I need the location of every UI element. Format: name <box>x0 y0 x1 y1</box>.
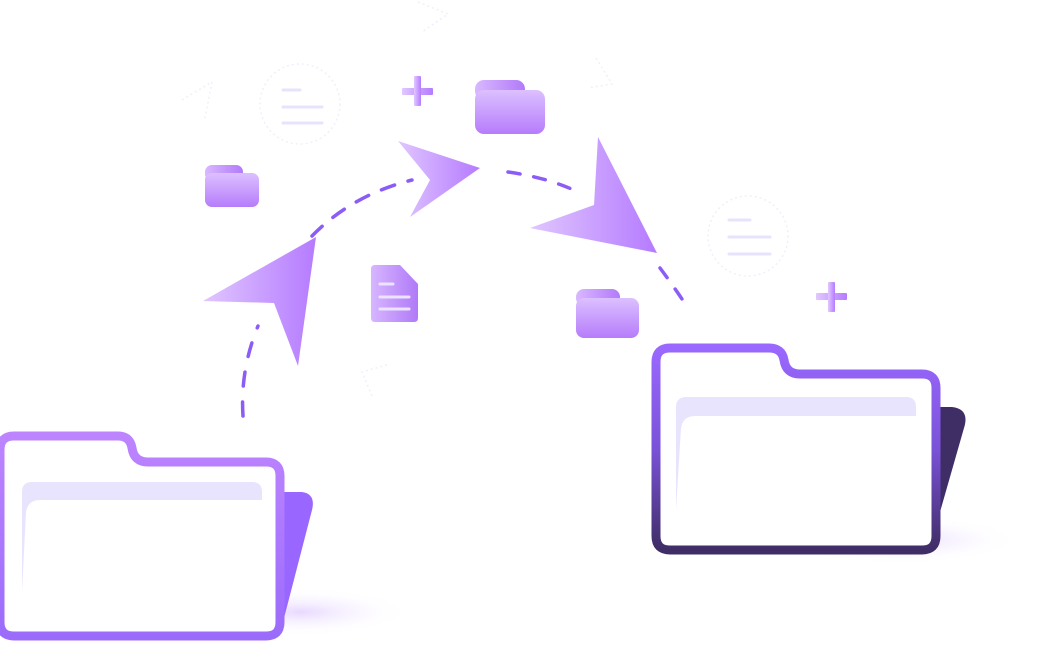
cursor-arrow-icon <box>530 137 657 253</box>
source-folder-icon <box>0 431 313 641</box>
cursor-arrow-icon <box>398 141 480 217</box>
dashed-transfer-path <box>240 170 688 418</box>
faint-decor <box>181 1 789 397</box>
mini-folder-icon <box>576 289 639 338</box>
text-lines-icon <box>281 88 324 125</box>
text-lines-icon <box>727 218 772 256</box>
plus-icon <box>816 282 847 312</box>
destination-folder-icon <box>651 343 966 555</box>
plus-icon <box>402 76 433 106</box>
cursor-arrow-icon <box>203 237 316 366</box>
mini-folder-icon <box>475 80 545 134</box>
document-icon <box>371 265 418 322</box>
mini-folder-icon <box>205 165 259 207</box>
